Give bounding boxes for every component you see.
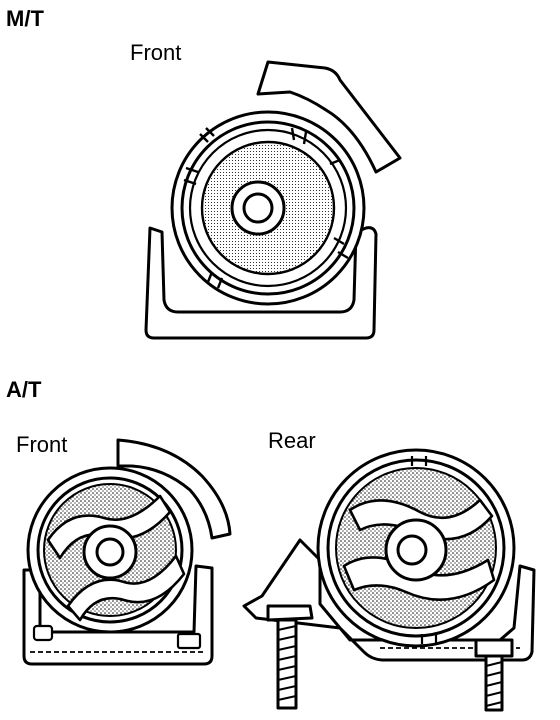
at-rear-engine-mount (242, 448, 536, 712)
at-front-bracket-slot-right (176, 632, 202, 650)
at-rear-label: Rear (268, 428, 316, 453)
mt-engine-mount (144, 60, 402, 340)
mt-stopper-arm (256, 60, 402, 174)
at-front-stopper (116, 438, 232, 540)
at-front-inner-ring (36, 476, 184, 624)
section-title-mt: M/T (6, 6, 44, 31)
at-rear-right-bolt (474, 638, 514, 712)
at-front-bracket (22, 564, 214, 666)
at-rear-inner-ring (326, 458, 506, 638)
section-title-at: A/T (6, 377, 42, 402)
mt-bracket (144, 226, 378, 340)
at-front-label: Front (16, 432, 68, 457)
at-rear-retainer-tabs (410, 456, 438, 644)
at-rear-left-bolt (266, 604, 314, 710)
mt-front-label: Front (130, 40, 182, 65)
mt-inner-ring (188, 128, 348, 288)
mt-middle-ring (180, 120, 356, 296)
mt-bolt-hole (242, 192, 274, 224)
at-rear-bolt-hole (396, 534, 428, 566)
at-front-bracket-slot-left (32, 624, 54, 642)
at-front-bolt-hole (95, 537, 125, 567)
mt-retainer-tabs (183, 127, 349, 289)
at-front-void-lower (66, 554, 186, 622)
at-front-engine-mount (22, 438, 232, 666)
